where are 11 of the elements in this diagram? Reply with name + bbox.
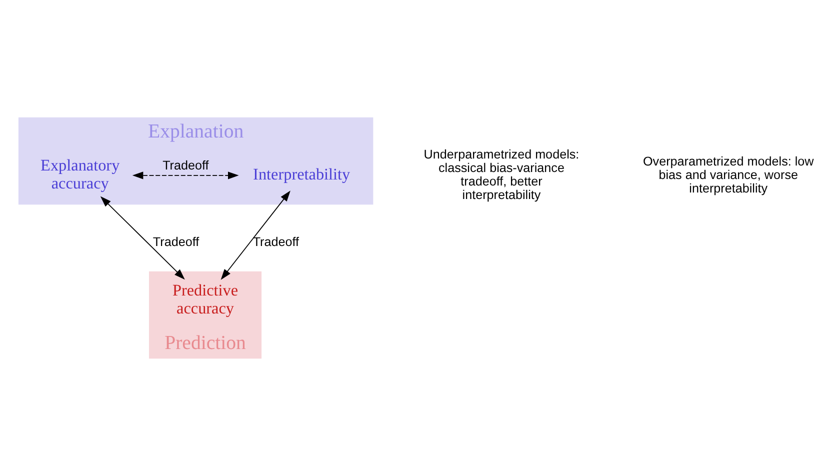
label: Overparametrized models: low bias and variance, worse interpretability: [642, 154, 814, 195]
arrow: [220, 190, 290, 280]
arrow: [100, 196, 185, 280]
edge-label: Tradeoff: [252, 234, 300, 248]
arrow: [132, 171, 239, 179]
node-text: Explanatory accuracy: [40, 156, 120, 192]
edge-label: Tradeoff: [162, 158, 209, 172]
node-text: Predictive accuracy: [172, 281, 238, 318]
edge-label: Tradeoff: [152, 234, 200, 248]
node-text: Interpretability: [253, 164, 350, 183]
label: Underparametrized models: classical bias-variance tradeoff, better interpretability: [424, 147, 580, 202]
